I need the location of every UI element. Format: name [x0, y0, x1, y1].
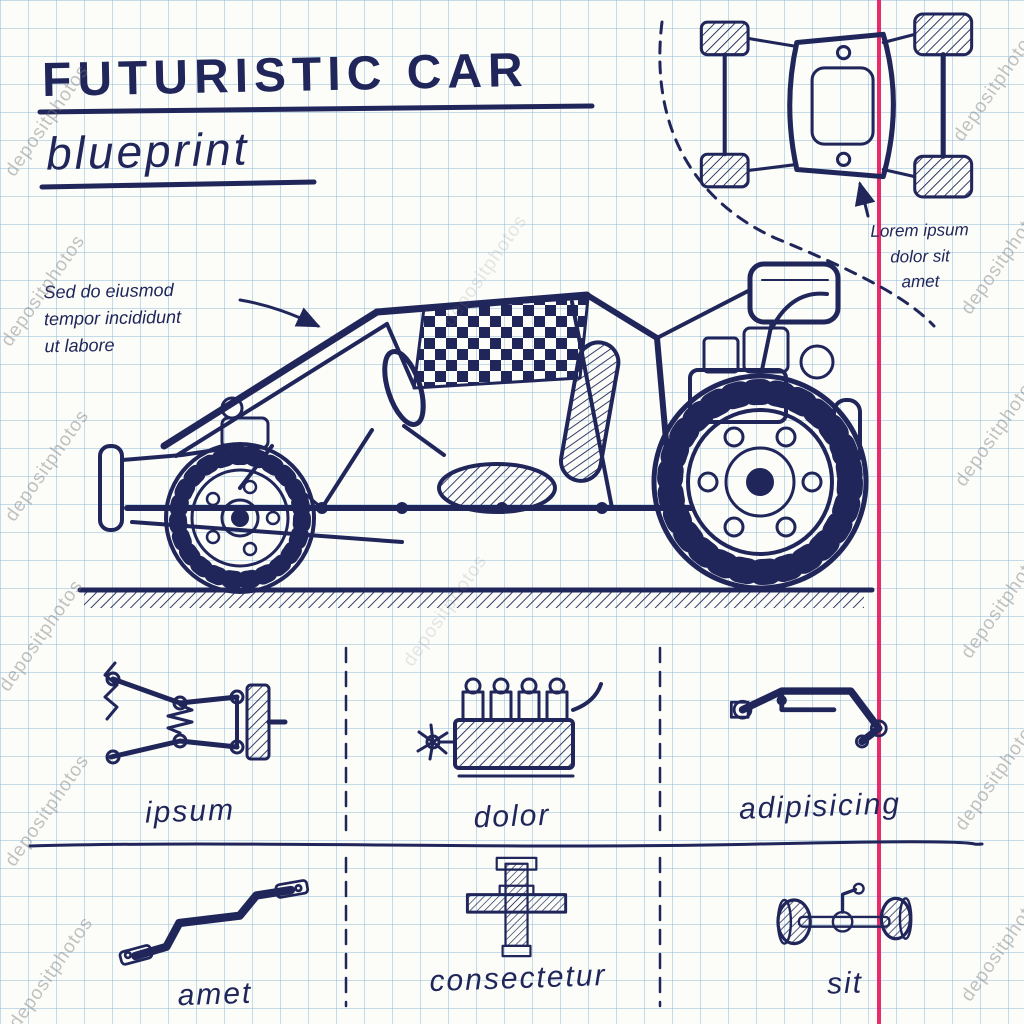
bolt-assembly-sketch [465, 856, 568, 958]
watermark-text: depositphotos [950, 370, 1024, 491]
red-margin-line [877, 0, 881, 1024]
part-cell: adipisicing [700, 650, 940, 826]
engine-sketch [416, 677, 603, 778]
annotation-top-right-line1: Lorem ipsum [870, 220, 969, 241]
part-label-consectetur: consectetur [428, 958, 608, 999]
subtitle-underline [39, 179, 317, 190]
watermark-text: depositphotos [956, 885, 1024, 1006]
watermark-text: depositphotos [950, 714, 1024, 835]
page-title: FUTURISTIC CAR [41, 43, 530, 108]
part-cell: consectetur [408, 852, 628, 998]
car-side-view-sketch [72, 250, 882, 620]
part-label-dolor: dolor [473, 798, 551, 835]
suspension-sketch [103, 661, 288, 765]
part-cell: dolor [392, 650, 632, 834]
page-subtitle: blueprint [45, 122, 251, 180]
part-label-ipsum: ipsum [144, 793, 236, 830]
part-cell: sit [725, 862, 965, 1001]
axle-sketch [776, 882, 913, 946]
part-label-amet: amet [177, 976, 253, 1013]
bracket-sketch [729, 687, 888, 749]
part-label-adipisicing: adipisicing [738, 787, 902, 826]
watermark-text: depositphotos [956, 542, 1024, 663]
title-underline [37, 103, 595, 115]
part-cell: ipsum [60, 645, 320, 830]
sway-bar-sketch [118, 879, 310, 966]
section-separator [28, 840, 984, 848]
part-cell: amet [80, 868, 350, 1012]
car-top-view-sketch [695, 12, 980, 200]
part-label-sit: sit [826, 966, 864, 1001]
